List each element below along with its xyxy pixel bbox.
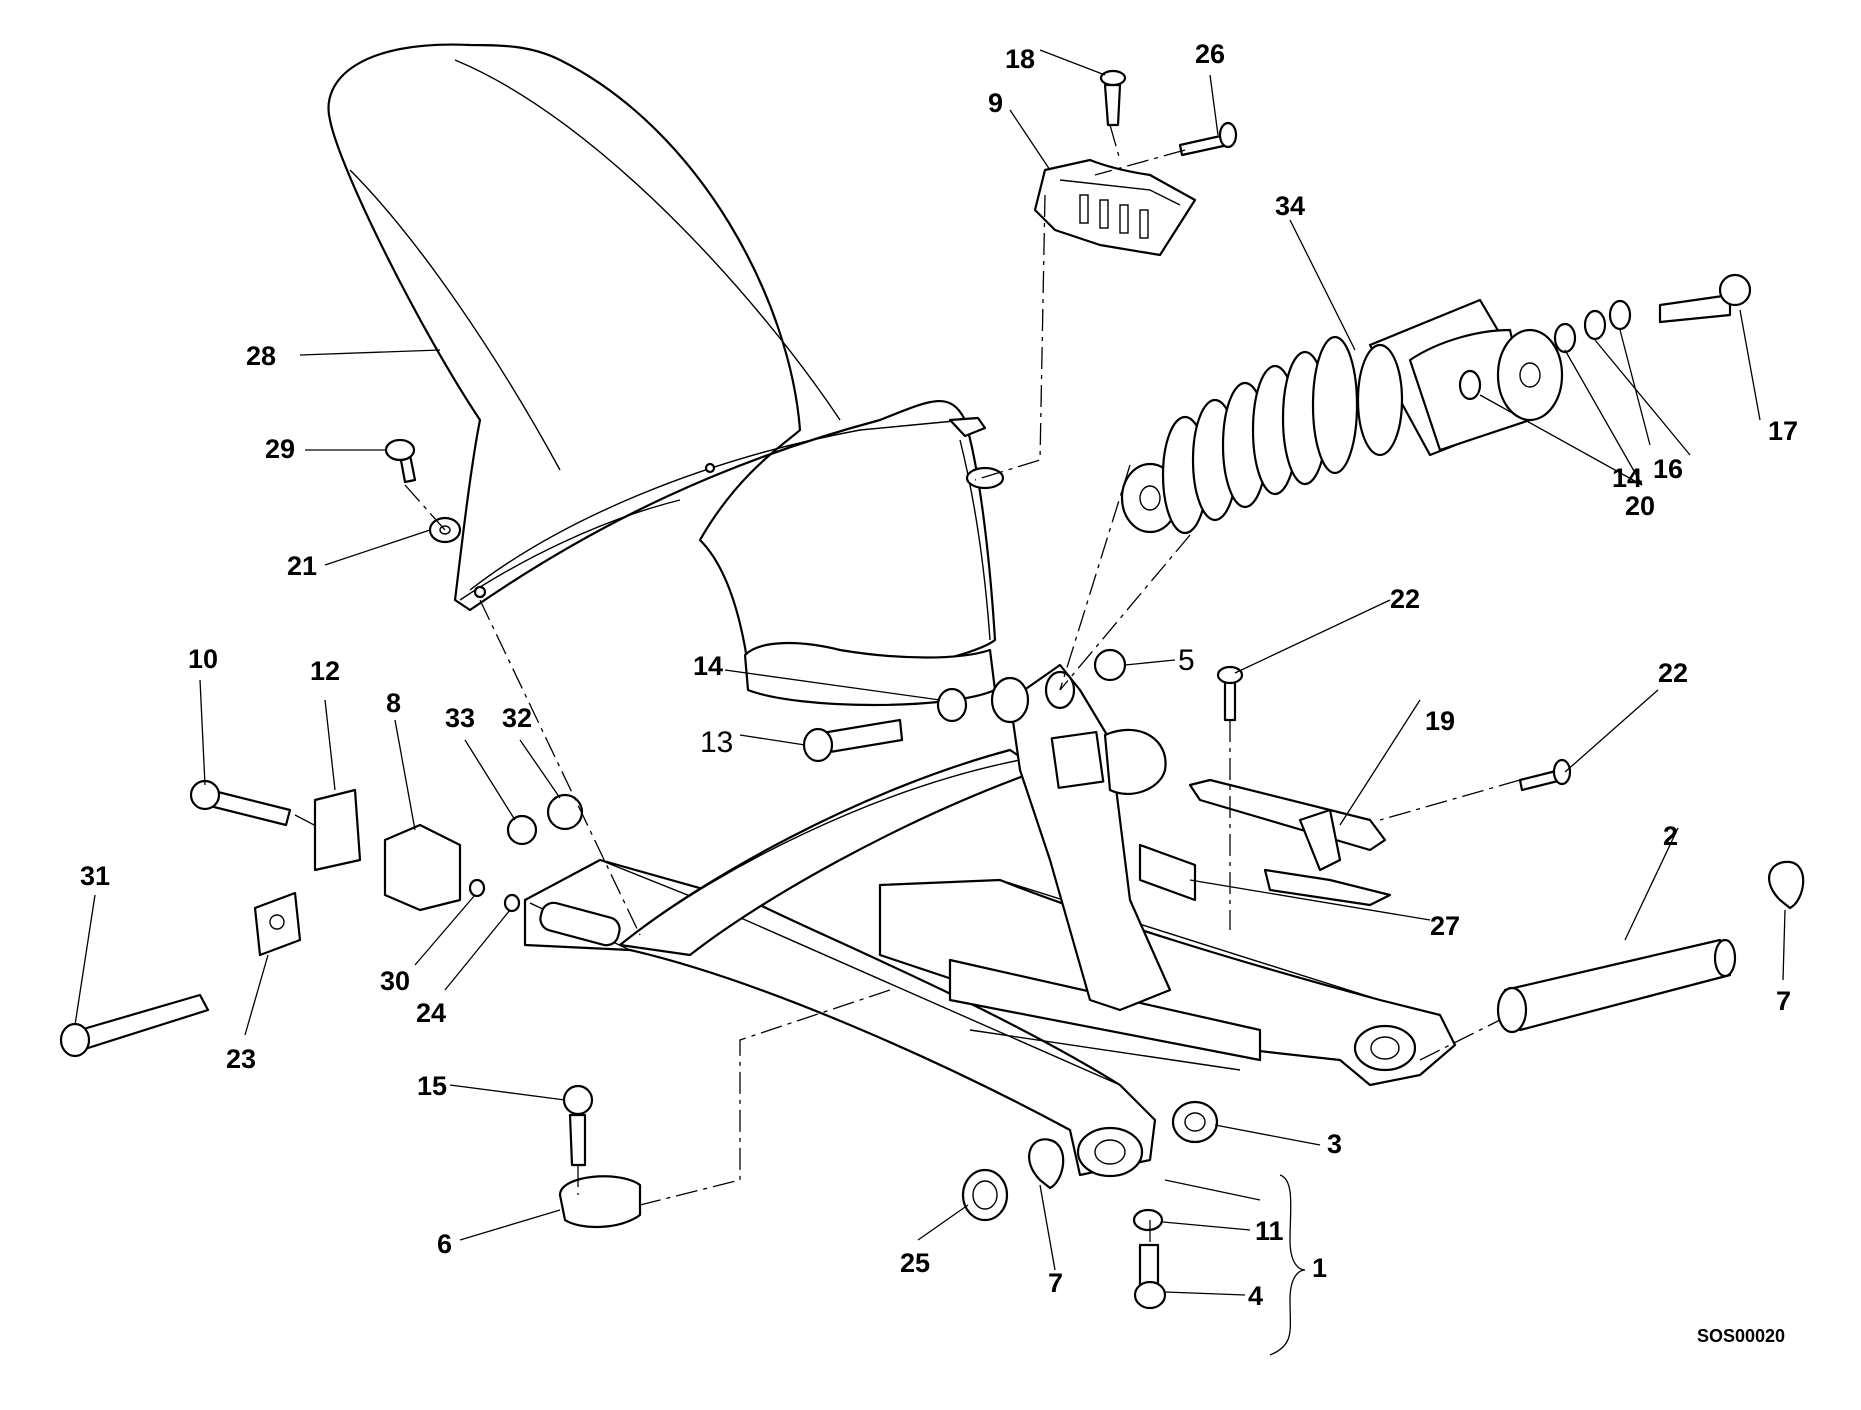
callout-19: 19 [1425, 706, 1455, 736]
callout-5: 5 [1178, 644, 1195, 677]
callout-23: 23 [226, 1044, 256, 1074]
callout-14-lower: 14 [693, 651, 723, 681]
callout-7-right: 7 [1776, 986, 1791, 1016]
callout-4: 4 [1248, 1281, 1263, 1311]
callout-12: 12 [310, 656, 340, 686]
rear-mudguard-part [327, 43, 1005, 707]
circlip-part [1028, 860, 1805, 1190]
shock-absorber-part [1120, 298, 1564, 535]
callout-14-upper: 14 [1612, 463, 1642, 493]
callout-31: 31 [80, 861, 110, 891]
callout-15: 15 [417, 1071, 447, 1101]
callout-28: 28 [246, 341, 276, 371]
drawing-code: SOS00020 [1697, 1326, 1785, 1346]
callout-18: 18 [1005, 44, 1035, 74]
callout-25: 25 [900, 1248, 930, 1278]
callout-22-upper: 22 [1390, 584, 1420, 614]
callout-32: 32 [502, 703, 532, 733]
callout-16: 16 [1653, 454, 1683, 484]
callout-3: 3 [1327, 1129, 1342, 1159]
callout-labels: 18 26 9 34 28 29 21 17 16 14 20 22 22 19… [80, 39, 1798, 1346]
callout-1: 1 [1312, 1253, 1327, 1283]
callout-11: 11 [1255, 1216, 1284, 1246]
swingarm-part [523, 663, 1457, 1178]
callout-29: 29 [265, 434, 295, 464]
callout-13: 13 [700, 726, 733, 759]
callout-24: 24 [416, 998, 446, 1028]
callout-21: 21 [287, 551, 317, 581]
callout-8: 8 [386, 688, 401, 718]
callout-30: 30 [380, 966, 410, 996]
callout-2: 2 [1663, 821, 1678, 851]
callout-26: 26 [1195, 39, 1225, 69]
callout-9: 9 [988, 88, 1003, 118]
chain-guard-part [1033, 158, 1197, 257]
callout-27: 27 [1430, 911, 1460, 941]
leader-lines [74, 49, 1786, 1356]
callout-17: 17 [1768, 416, 1798, 446]
callout-10: 10 [188, 644, 218, 674]
hardware-parts [59, 69, 1752, 1310]
callout-33: 33 [445, 703, 475, 733]
callout-34: 34 [1275, 191, 1305, 221]
assembly-lines [294, 124, 1521, 1245]
wheel-axle-part [1496, 938, 1737, 1034]
callout-22-right: 22 [1658, 658, 1688, 688]
callout-7-lower: 7 [1048, 1268, 1063, 1298]
callout-6: 6 [437, 1229, 452, 1259]
chain-slider-part [1188, 778, 1392, 907]
callout-20: 20 [1625, 491, 1655, 521]
